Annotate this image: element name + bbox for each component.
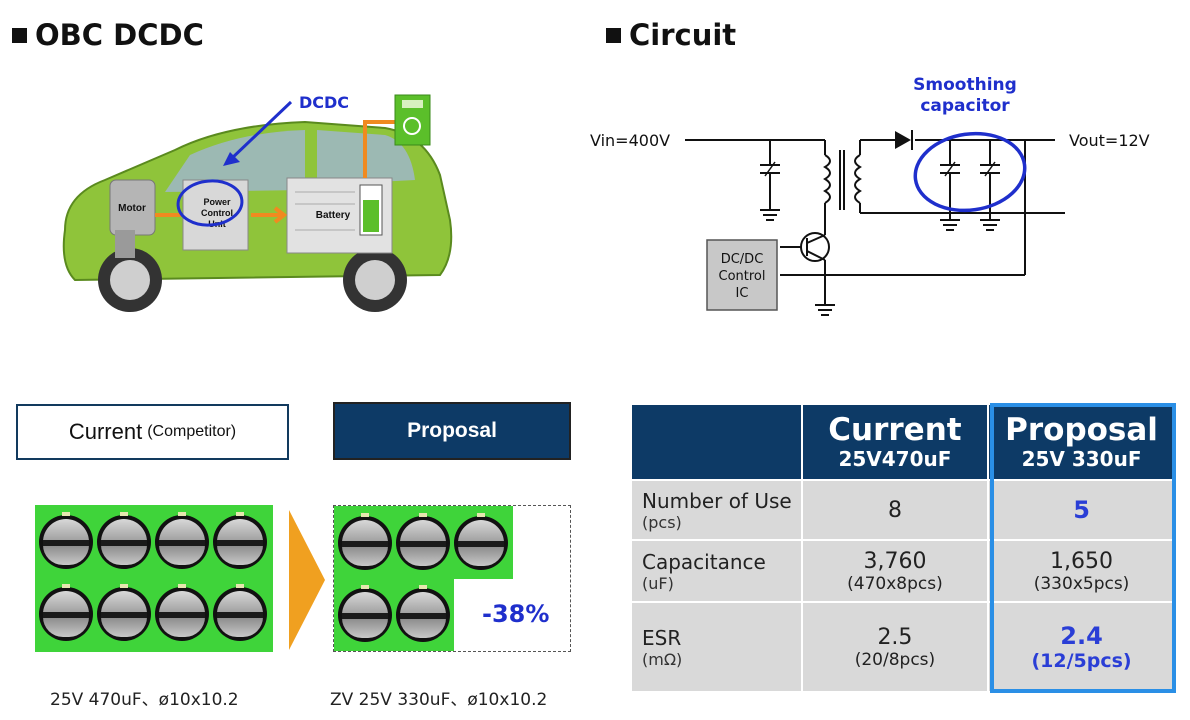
cell-current: 2.5(20/8pcs)	[800, 601, 990, 693]
pcu-highlight-ellipse	[176, 179, 244, 227]
capacitor-icon	[155, 515, 209, 569]
cell-proposal: 1,650(330x5pcs)	[987, 539, 1176, 603]
current-capacitor-board	[35, 505, 273, 652]
capacitor-icon	[396, 588, 450, 642]
motor-label: Motor	[118, 203, 146, 214]
capacitor-icon	[338, 588, 392, 642]
svg-text:Control: Control	[719, 269, 766, 284]
capacitor-highlight-ellipse	[913, 131, 1027, 213]
capacitor-icon	[396, 516, 450, 570]
capacitor-icon	[213, 515, 267, 569]
dcdc-control-ic	[706, 239, 778, 311]
dcdc-arrow	[228, 100, 293, 162]
header-current: Current 25V470uF	[800, 403, 990, 481]
capacitor-icon	[39, 587, 93, 641]
cell-current: 8	[800, 479, 990, 541]
flow-arrow	[251, 206, 288, 224]
vout-label: Vout=12V	[1069, 131, 1150, 150]
capacitor-icon	[39, 515, 93, 569]
svg-text:Power: Power	[203, 197, 231, 207]
charge-line	[363, 120, 395, 178]
capacitor-icon	[213, 587, 267, 641]
proposal-caption: ZV 25V 330uF、ø10x10.2	[330, 690, 548, 710]
reduction-label: -38%	[482, 600, 550, 628]
svg-text:IC: IC	[736, 286, 749, 301]
car-diagram: Motor Power Control Unit Battery DCDC	[62, 93, 453, 312]
cell-current: 3,760(470x8pcs)	[800, 539, 990, 603]
table-row: Number of Use(pcs) 8 5	[630, 479, 1176, 541]
header-proposal: Proposal 25V 330uF	[987, 403, 1176, 481]
dcdc-label: DCDC	[299, 93, 349, 112]
square-bullet-icon	[606, 28, 621, 43]
proposal-area-outline	[333, 505, 571, 652]
table-row: Capacitance(uF) 3,760(470x8pcs) 1,650(33…	[630, 539, 1176, 603]
battery-label: Battery	[316, 210, 351, 221]
svg-text:capacitor: capacitor	[920, 96, 1010, 116]
vin-label: Vin=400V	[590, 131, 670, 150]
cell-proposal: 2.4(12/5pcs)	[987, 601, 1176, 693]
svg-text:Control: Control	[201, 208, 233, 218]
capacitor-icon	[155, 587, 209, 641]
current-caption: 25V 470uF、ø10x10.2	[50, 690, 239, 710]
square-bullet-icon	[12, 28, 27, 43]
capacitor-icon	[97, 587, 151, 641]
capacitor-icon	[97, 515, 151, 569]
table-header-row: Current 25V470uF Proposal 25V 330uF	[630, 403, 1176, 481]
circuit-diagram: DC/DC Control IC Vin=400V Vout=12V Smoot…	[590, 75, 1150, 316]
svg-text:DC/DC: DC/DC	[721, 252, 764, 267]
current-box: Current(Competitor)	[16, 404, 289, 460]
capacitor-icon	[338, 516, 392, 570]
diode-icon	[895, 131, 911, 149]
capacitor-icon	[454, 516, 508, 570]
circuit-title: Circuit	[606, 18, 736, 52]
arrow-right-icon	[289, 510, 325, 650]
proposal-box: Proposal	[333, 402, 571, 460]
obc-dcdc-title: OBC DCDC	[12, 18, 204, 52]
comparison-table: Current 25V470uF Proposal 25V 330uF Numb…	[630, 403, 1176, 693]
proposal-column-highlight	[990, 403, 1176, 693]
proposal-capacitor-board	[334, 506, 572, 653]
table-row: ESR(mΩ) 2.5(20/8pcs) 2.4(12/5pcs)	[630, 601, 1176, 693]
smoothing-label: Smoothing	[913, 75, 1017, 95]
